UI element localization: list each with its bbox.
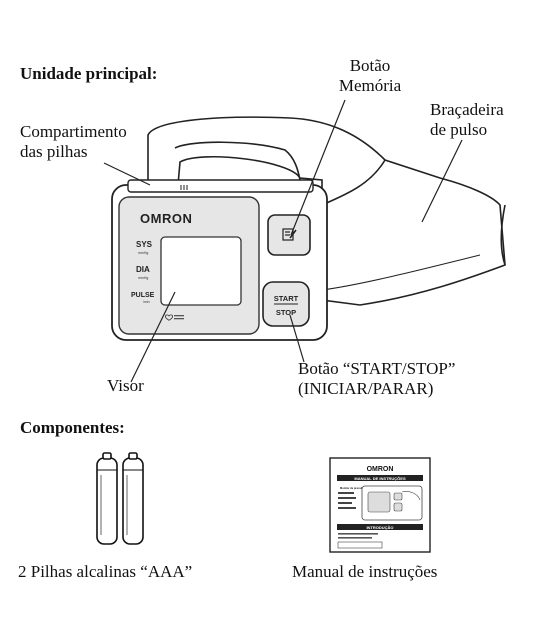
pulse-label: PULSE xyxy=(131,292,155,299)
aaa-batteries xyxy=(96,452,144,545)
manual-brand: OMRON xyxy=(367,466,394,473)
leader-wrist-cuff xyxy=(421,139,463,223)
memory-icon xyxy=(282,228,297,241)
main-unit: OMRON SYS mmHg DIA mmHg PULSE /min START… xyxy=(111,179,328,341)
heading-components: Componentes: xyxy=(20,418,125,437)
caption-batteries: 2 Pilhas alcalinas “AAA” xyxy=(18,562,193,581)
label-start-stop: Botão “START/STOP” (INICIAR/PARAR) xyxy=(298,359,456,398)
leader-display xyxy=(130,291,176,383)
leader-memory-button xyxy=(290,99,346,236)
heart-icon xyxy=(165,314,184,321)
leader-start-stop xyxy=(289,314,305,363)
heading-main-unit: Unidade principal: xyxy=(20,64,158,83)
caption-manual: Manual de instruções xyxy=(292,562,438,581)
start-label: START xyxy=(274,294,299,303)
display-screen xyxy=(160,236,242,306)
battery-1 xyxy=(96,452,118,545)
brand-logo: OMRON xyxy=(140,211,192,226)
leader-lines xyxy=(103,99,463,383)
label-display: Visor xyxy=(107,376,144,395)
dia-label: DIA xyxy=(136,265,150,274)
instruction-manual: OMRON MANUAL DE INSTRUÇÕES Monitor de pr… xyxy=(329,457,431,553)
sys-label: SYS xyxy=(136,240,153,249)
label-memory-button: Botão Memória xyxy=(338,56,402,95)
sys-unit: mmHg xyxy=(138,251,148,255)
pulse-unit: /min xyxy=(143,300,150,304)
stop-label: STOP xyxy=(276,308,296,317)
label-battery-compartment: Compartimento das pilhas xyxy=(20,122,127,161)
leader-battery-compartment xyxy=(103,162,151,186)
dia-unit: mmHg xyxy=(138,276,148,280)
manual-intro: INTRODUÇÃO xyxy=(366,525,393,530)
battery-2 xyxy=(122,452,144,545)
battery-compartment xyxy=(127,179,314,193)
label-wrist-cuff: Braçadeira de pulso xyxy=(430,100,504,139)
manual-title: MANUAL DE INSTRUÇÕES xyxy=(354,476,406,481)
